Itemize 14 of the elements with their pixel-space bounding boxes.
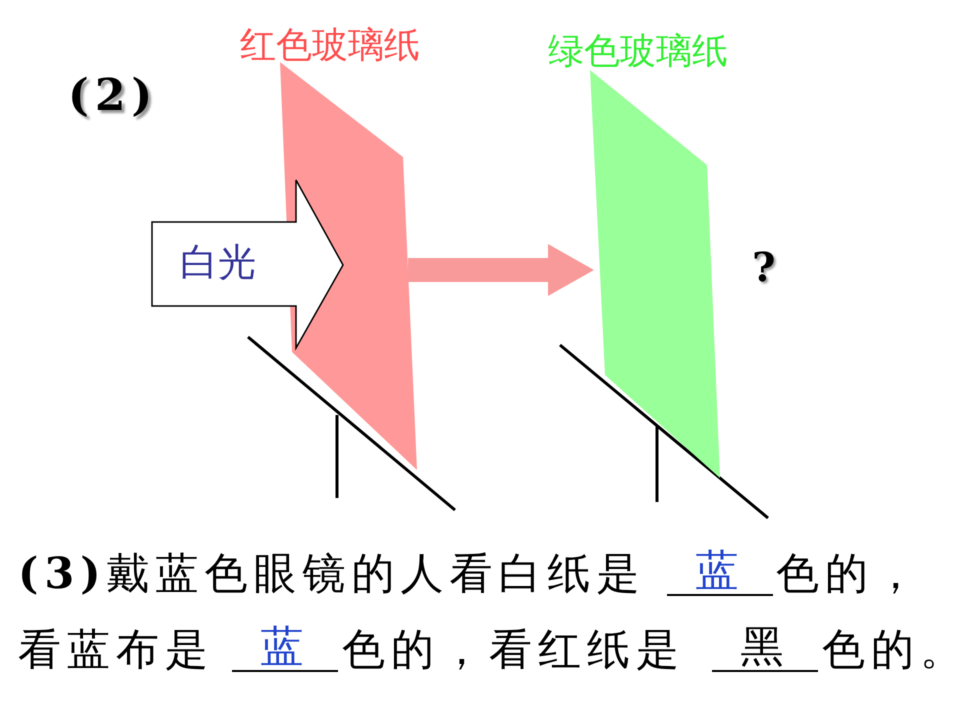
question-text: (3)戴蓝色眼镜的人看白纸是 — [18, 548, 646, 600]
sheet-label: 绿色玻璃纸 — [548, 30, 728, 74]
question-text: 色的。 — [822, 624, 960, 676]
question-text: 色的， — [776, 548, 923, 600]
answer-blank: 蓝 — [232, 624, 338, 672]
arrow — [408, 244, 594, 296]
question-mark: ? — [752, 244, 776, 292]
answer-blank: 黑 — [712, 624, 818, 672]
arrow-label: 白光 — [180, 239, 256, 286]
question-text: 色的，看红纸是 — [342, 624, 685, 676]
answer-blank: 蓝 — [667, 548, 773, 596]
sheet-label: 红色玻璃纸 — [240, 24, 420, 68]
part-number: (2) — [68, 70, 158, 122]
question-text: 看蓝布是 — [18, 624, 214, 676]
